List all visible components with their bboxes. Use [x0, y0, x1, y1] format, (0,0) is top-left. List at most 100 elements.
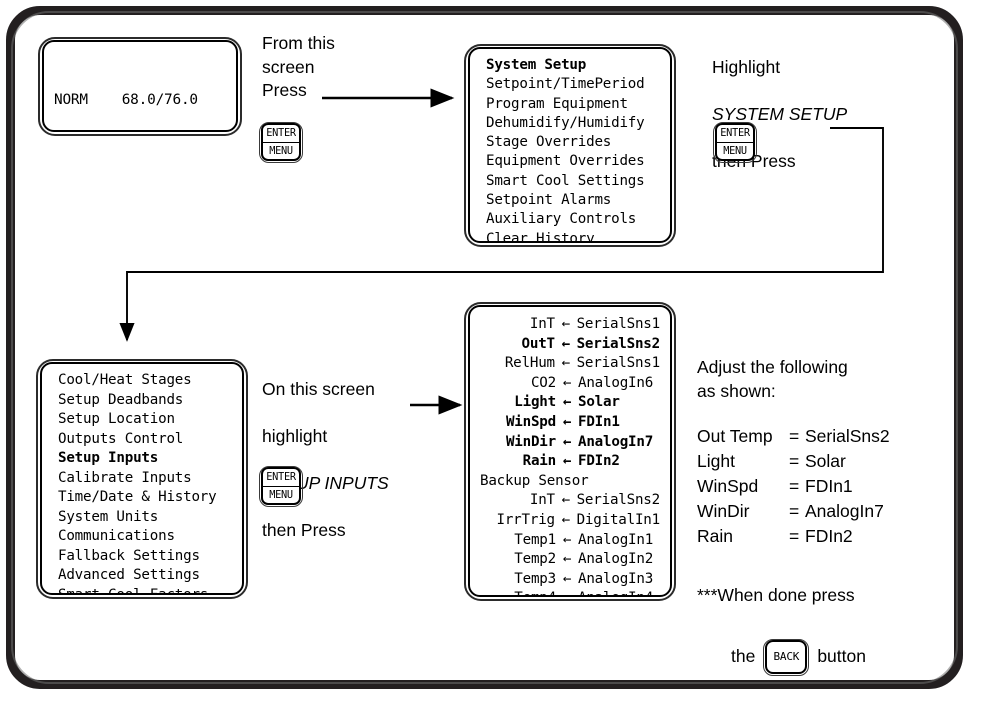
adjustment-row: Light=Solar: [697, 449, 890, 474]
main-menu-item[interactable]: Stage Overrides: [486, 134, 612, 151]
setup-inputs-row-label: Rain: [522, 453, 557, 470]
setup-inputs-row-label: Temp2: [514, 551, 556, 568]
note-on-screen-line1: On this screen: [262, 378, 375, 399]
adjustment-value: FDIn2: [805, 526, 853, 546]
setup-inputs-row-label: InT: [529, 316, 555, 332]
back-key[interactable]: BACK: [763, 638, 810, 676]
main-menu-item[interactable]: Smart Cool Settings: [486, 172, 645, 189]
main-menu-item[interactable]: Setpoint Alarms: [486, 192, 612, 209]
system-setup-item[interactable]: Outputs Control: [58, 430, 184, 447]
setup-inputs-row-label: Temp4: [480, 589, 556, 595]
system-setup-item[interactable]: Communications: [58, 528, 175, 544]
setup-inputs-row[interactable]: Temp3←AnalogIn3: [480, 570, 660, 590]
adjustment-row: Rain=FDIn2: [697, 524, 890, 549]
setup-inputs-row-value: AnalogIn4: [578, 589, 653, 595]
adjustment-equals: =: [789, 426, 800, 446]
setup-inputs-section-header: Backup Sensor: [480, 472, 589, 489]
note-from-this-screen: From this screen Press: [262, 33, 335, 100]
adjustment-equals: =: [789, 476, 800, 496]
note-adjust-heading: Adjust the following as shown:: [697, 357, 848, 401]
setup-inputs-row-value: AnalogIn2: [578, 551, 654, 568]
main-menu-item[interactable]: Setpoint/TimePeriod: [486, 76, 645, 93]
enter-key-label: ENTER: [263, 469, 299, 487]
left-arrow-icon: ←: [556, 589, 578, 595]
adjustment-key: Out Temp: [697, 426, 773, 446]
adjustment-key: Light: [697, 451, 735, 471]
setup-inputs-row-label: IrrTrig: [496, 511, 555, 528]
setup-inputs-row-value: AnalogIn1: [578, 531, 654, 548]
setup-inputs-row-value: AnalogIn3: [578, 570, 654, 587]
adjustment-value: SerialSns2: [805, 426, 890, 446]
setup-inputs-row[interactable]: RelHum←SerialSns1: [480, 354, 660, 374]
left-arrow-icon: ←: [562, 453, 572, 470]
note-on-screen-line4: then Press: [262, 519, 346, 540]
enter-key-label: ENTER: [717, 125, 753, 143]
left-arrow-icon: ←: [562, 374, 572, 391]
setup-inputs-row[interactable]: InT←SerialSns2: [480, 491, 660, 511]
note-on-this-screen: On this screen highlight SETUP INPUTS th…: [262, 354, 412, 566]
note-done-middle: the BACK button: [731, 637, 957, 677]
left-arrow-icon: ←: [561, 335, 571, 352]
setup-inputs-row[interactable]: Temp2←AnalogIn2: [480, 550, 660, 570]
status-line: NORM 68.0/76.0: [54, 92, 198, 108]
enter-menu-key[interactable]: ENTER MENU: [713, 122, 757, 163]
system-setup-item[interactable]: Setup Inputs: [58, 450, 159, 466]
setup-inputs-row[interactable]: Light←Solar: [480, 393, 660, 413]
setup-inputs-row[interactable]: Temp1←AnalogIn1: [480, 531, 660, 551]
left-arrow-icon: ←: [562, 413, 572, 430]
adjustment-equals: =: [789, 451, 800, 471]
left-arrow-icon: ←: [561, 492, 571, 509]
system-setup-item[interactable]: Time/Date & History: [58, 489, 217, 505]
adjustment-value: AnalogIn7: [805, 501, 884, 521]
adjustment-equals: =: [789, 526, 800, 546]
adjustment-value: FDIn1: [805, 476, 853, 496]
setup-inputs-row-label: Temp3: [514, 570, 556, 587]
main-menu-item[interactable]: Dehumidify/Humidify: [486, 114, 645, 131]
note-done-button-word: button: [817, 645, 866, 666]
system-setup-item[interactable]: Advanced Settings: [58, 567, 200, 583]
back-key-label: BACK: [773, 649, 800, 663]
main-menu-item[interactable]: Clear History: [486, 230, 595, 241]
system-setup-item[interactable]: Calibrate Inputs: [58, 469, 192, 486]
setup-inputs-row-label: WinDir: [505, 433, 556, 450]
setup-inputs-row-label: WinSpd: [505, 413, 556, 430]
enter-menu-key[interactable]: ENTER MENU: [259, 466, 303, 507]
system-setup-item[interactable]: Cool/Heat Stages: [58, 372, 192, 388]
adjustment-row: Out Temp =SerialSns2: [697, 424, 890, 449]
system-setup-item[interactable]: System Units: [58, 508, 159, 525]
note-highlight-system-setup: Highlight SYSTEM SETUP then Press: [712, 32, 932, 197]
system-setup-item[interactable]: Setup Deadbands: [58, 391, 184, 408]
main-menu-item[interactable]: System Setup: [486, 57, 587, 73]
main-menu-item[interactable]: Equipment Overrides: [486, 153, 645, 170]
left-arrow-icon: ←: [562, 531, 572, 548]
menu-key-label: MENU: [269, 489, 293, 501]
menu-key-label: MENU: [723, 145, 747, 157]
enter-key-label: ENTER: [263, 125, 299, 143]
setup-inputs-row[interactable]: IrrTrig←DigitalIn1: [480, 511, 660, 531]
system-setup-item[interactable]: Setup Location: [58, 411, 175, 427]
main-menu-item[interactable]: Program Equipment: [486, 95, 628, 112]
setup-inputs-row-value: SerialSns1: [576, 316, 661, 332]
system-setup-item[interactable]: Fallback Settings: [58, 547, 200, 564]
outer-frame: [6, 6, 963, 689]
lcd-status-screen: NORM 68.0/76.0 InT 75.0°F RelHum OutT 95…: [38, 37, 242, 136]
adjustment-key: WinDir: [697, 501, 750, 521]
enter-menu-key[interactable]: ENTER MENU: [259, 122, 303, 163]
setup-inputs-row-value: FDIn1: [578, 413, 620, 430]
system-setup-item[interactable]: Smart Cool Factors: [58, 586, 232, 594]
setup-inputs-row[interactable]: WinDir←AnalogIn7: [480, 433, 660, 453]
setup-inputs-row[interactable]: CO2←AnalogIn6: [480, 374, 660, 394]
setup-inputs-row[interactable]: OutT←SerialSns2: [480, 335, 661, 355]
main-menu-item[interactable]: Auxiliary Controls: [486, 211, 637, 228]
setup-inputs-row[interactable]: Rain←FDIn2: [480, 452, 660, 472]
setup-inputs-row[interactable]: WinSpd ← FDIn1: [480, 413, 660, 433]
setup-inputs-row[interactable]: InT←SerialSns1: [480, 315, 660, 335]
setup-inputs-row[interactable]: Temp4←AnalogIn4: [480, 589, 660, 595]
note-done-line1: ***When done press: [697, 584, 855, 605]
